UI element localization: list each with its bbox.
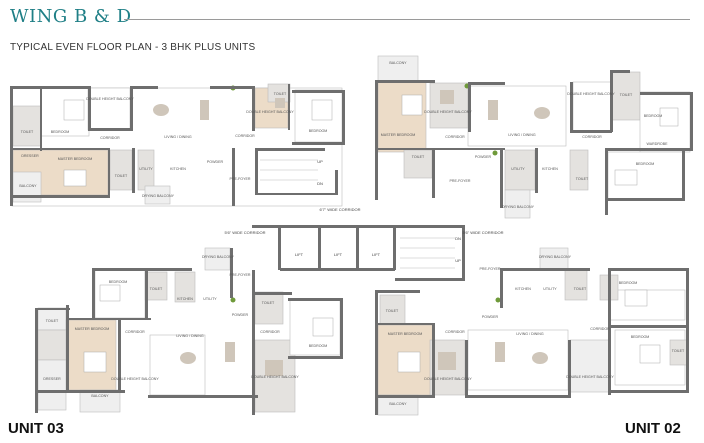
- label-pre-foyer: PRE-FOYER: [230, 273, 251, 277]
- label-kitchen: KITCHEN: [542, 167, 558, 171]
- page-subtitle: TYPICAL EVEN FLOOR PLAN - 3 BHK PLUS UNI…: [10, 42, 256, 53]
- label-double-height-balcony: DOUBLE HEIGHT BALCONY: [111, 377, 159, 381]
- lift-1-label: LIFT: [295, 252, 304, 257]
- label-balcony: BALCONY: [389, 402, 407, 406]
- label-double-height-balcony: DOUBLE HEIGHT BALCONY: [424, 110, 472, 114]
- label-master-bedroom: MASTER BEDROOM: [381, 133, 416, 137]
- label-corridor: CORRIDOR: [445, 135, 465, 139]
- label-drying-balcony: DRYING BALCONY: [502, 205, 535, 209]
- stair-up-label: UP: [317, 159, 323, 164]
- label-toilet: TOILET: [386, 309, 399, 313]
- label-bedroom: BEDROOM: [51, 130, 70, 134]
- label-kitchen: KITCHEN: [515, 287, 531, 291]
- label-pre-foyer: PRE-FOYER: [480, 267, 501, 271]
- label-corridor: CORRIDOR: [590, 327, 610, 331]
- label-toilet: TOILET: [150, 287, 163, 291]
- label-wardrobe: WARDROBE: [646, 142, 668, 146]
- stair-dn-label-2: DN: [455, 236, 461, 241]
- label-living-dining: LIVING / DINING: [176, 334, 204, 338]
- label-dresser: DRESSER: [43, 377, 61, 381]
- label-kitchen: KITCHEN: [177, 297, 193, 301]
- core: 6'7" WIDE CORRIDOR 5'6" WIDE CORRIDOR 5'…: [224, 148, 504, 281]
- label-double-height-balcony: DOUBLE HEIGHT BALCONY: [566, 375, 614, 379]
- label-bedroom: BEDROOM: [619, 281, 638, 285]
- label-master-bedroom: MASTER BEDROOM: [388, 332, 423, 336]
- label-powder: POWDER: [482, 315, 499, 319]
- label-toilet: TOILET: [46, 319, 59, 323]
- label-toilet: TOILET: [274, 92, 287, 96]
- label-living-dining: LIVING / DINING: [164, 135, 192, 139]
- label-double-height-balcony: DOUBLE HEIGHT BALCONY: [567, 92, 615, 96]
- label-toilet: TOILET: [262, 301, 275, 305]
- label-toilet: TOILET: [412, 155, 425, 159]
- label-double-height-balcony: DOUBLE HEIGHT BALCONY: [424, 377, 472, 381]
- label-corridor: CORRIDOR: [445, 330, 465, 334]
- label-bedroom: BEDROOM: [309, 129, 328, 133]
- label-corridor: CORRIDOR: [100, 136, 120, 140]
- label-toilet: TOILET: [574, 287, 587, 291]
- label-toilet: TOILET: [21, 130, 34, 134]
- label-powder: POWDER: [207, 160, 224, 164]
- lift-3-label: LIFT: [372, 252, 381, 257]
- label-master-bedroom: MASTER BEDROOM: [58, 157, 93, 161]
- label-pre-foyer: PRE-FOYER: [450, 179, 471, 183]
- label-corridor: CORRIDOR: [235, 134, 255, 138]
- label-utility: UTILITY: [511, 167, 525, 171]
- label-corridor: CORRIDOR: [260, 330, 280, 334]
- left-corridor-label: 5'6" WIDE CORRIDOR: [224, 230, 265, 235]
- label-living-dining: LIVING / DINING: [508, 133, 536, 137]
- label-toilet: TOILET: [115, 174, 128, 178]
- stair-dn-label: DN: [317, 181, 323, 186]
- label-bedroom: BEDROOM: [309, 344, 328, 348]
- label-toilet: TOILET: [576, 177, 589, 181]
- label-utility: UTILITY: [203, 297, 217, 301]
- label-balcony: BALCONY: [19, 184, 37, 188]
- right-corridor-label: 5'6" WIDE CORRIDOR: [462, 230, 503, 235]
- label-corridor: CORRIDOR: [125, 330, 145, 334]
- label-utility: UTILITY: [139, 167, 153, 171]
- label-double-height-balcony: DOUBLE HEIGHT BALCONY: [251, 375, 299, 379]
- label-toilet: TOILET: [620, 93, 633, 97]
- label-double-height-balcony: DOUBLE HEIGHT BALCONY: [86, 97, 134, 101]
- label-utility: UTILITY: [543, 287, 557, 291]
- label-toilet: TOILET: [672, 349, 685, 353]
- label-powder: POWDER: [475, 155, 492, 159]
- title-divider: [124, 19, 690, 20]
- unit-bottom-left: [35, 247, 343, 415]
- main-corridor-label: 6'7" WIDE CORRIDOR: [319, 207, 360, 212]
- label-bedroom: BEDROOM: [644, 114, 663, 118]
- label-living-dining: LIVING / DINING: [516, 332, 544, 336]
- unit-bottom-right: [375, 247, 689, 416]
- page-title: WING B & D: [10, 6, 132, 27]
- label-pre-foyer: PRE-FOYER: [230, 177, 251, 181]
- label-drying-balcony: DRYING BALCONY: [142, 194, 175, 198]
- unit-top-left: [10, 83, 345, 207]
- label-kitchen: KITCHEN: [170, 167, 186, 171]
- label-drying-balcony: DRYING BALCONY: [539, 255, 572, 259]
- label-dresser: DRESSER: [21, 154, 39, 158]
- label-drying-balcony: DRYING BALCONY: [202, 255, 235, 259]
- label-bedroom: BEDROOM: [109, 280, 128, 284]
- unit-03-label: UNIT 03: [8, 420, 64, 437]
- unit-02-label: UNIT 02: [625, 420, 681, 437]
- label-balcony: BALCONY: [91, 394, 109, 398]
- label-bedroom: BEDROOM: [631, 335, 650, 339]
- label-powder: POWDER: [232, 313, 249, 317]
- label-balcony: BALCONY: [389, 61, 407, 65]
- label-corridor: CORRIDOR: [582, 135, 602, 139]
- stair-up-label-2: UP: [455, 258, 461, 263]
- label-double-height-balcony: DOUBLE HEIGHT BALCONY: [246, 110, 294, 114]
- label-master-bedroom: MASTER BEDROOM: [75, 327, 110, 331]
- label-bedroom: BEDROOM: [636, 162, 655, 166]
- unit-top-right: [375, 55, 693, 219]
- lift-2-label: LIFT: [334, 252, 343, 257]
- room-labels: DOUBLE HEIGHT BALCONY TOILET BEDROOM COR…: [19, 61, 685, 406]
